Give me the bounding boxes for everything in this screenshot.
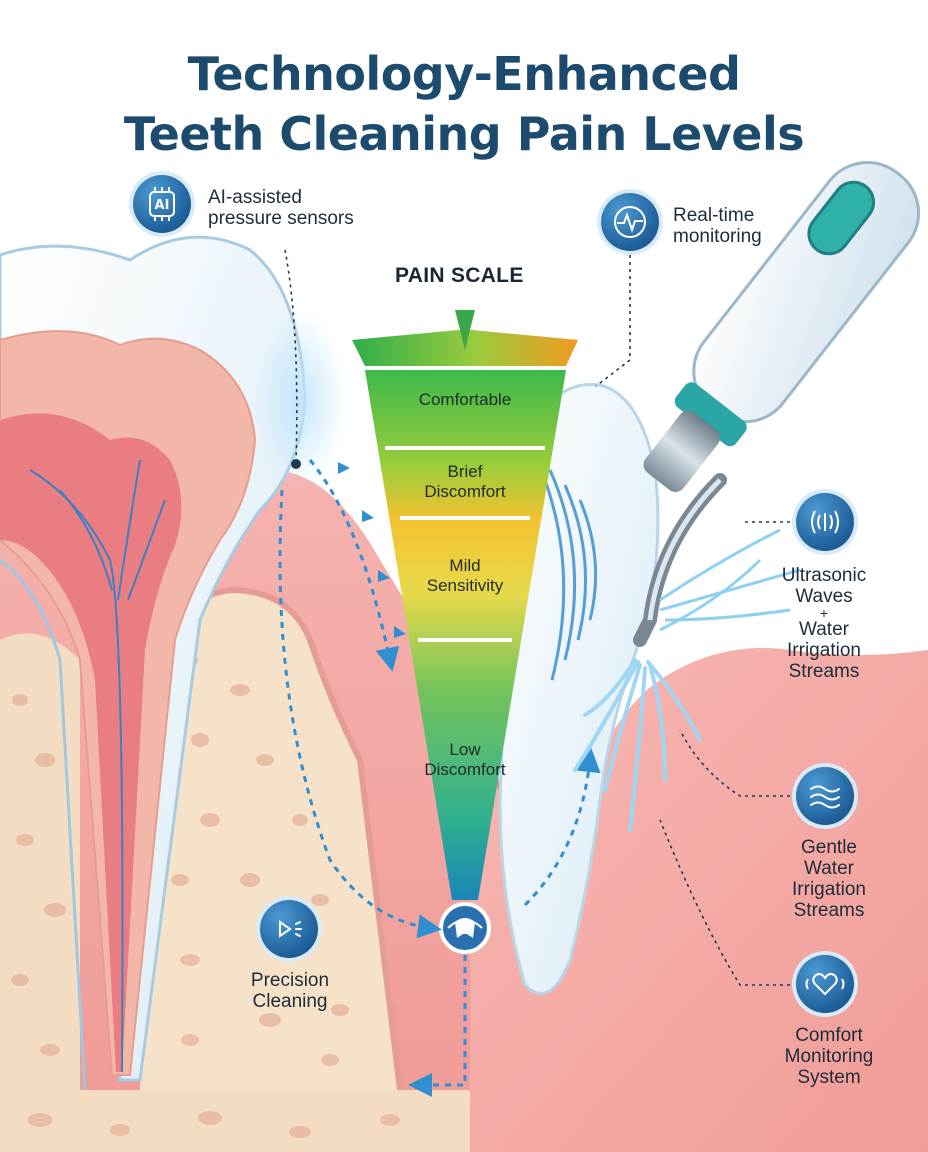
ultrasonic-line5: Irrigation [787,640,861,661]
callout-ultrasonic: Ultrasonic Waves + Water Irrigation Stre… [764,565,884,682]
flow-arrows [278,459,601,1097]
pain-scale-pointer [455,310,475,350]
ai-chip-icon: AI [133,175,191,233]
level-brief-discomfort: Brief Discomfort [405,462,525,502]
ultrasonic-line4: Water [799,619,849,640]
callout-leaders [284,249,790,986]
heart-monitor-icon [796,955,854,1013]
water-jets [573,658,702,832]
ultrasonic-line3: + [819,605,829,621]
comfort-line2: Monitoring [784,1046,874,1067]
level-mild-line2: Sensitivity [426,576,504,595]
precision-line1: Precision [250,970,330,991]
callout-comfort: Comfort Monitoring System [764,1025,894,1088]
left-bone [0,633,80,1152]
pulse-monitor-icon [601,193,659,251]
gentle-line1: Gentle [801,837,857,858]
sound-waves-icon [796,493,854,551]
pain-scale-heading: PAIN SCALE [395,264,524,287]
title-line-2: Teeth Cleaning Pain Levels [123,107,805,161]
level-low-discomfort: Low Discomfort [405,740,525,780]
ultrasonic-scaler [643,161,921,492]
ai-icon-text: AI [155,198,170,213]
ultrasonic-line2: Waves [795,586,853,607]
bone-between-roots [140,590,400,1090]
comfort-line1: Comfort [795,1025,863,1046]
level-comfortable: Comfortable [395,390,535,410]
level-brief-line1: Brief [447,462,483,481]
level-mild-line1: Mild [449,556,481,575]
gentle-line2: Water [804,858,854,879]
ai-sensors-line2: pressure sensors [208,208,354,229]
precision-line2: Cleaning [252,991,328,1012]
gentle-line4: Streams [793,900,865,921]
level-low-line2: Discomfort [424,760,506,779]
callout-precision: Precision Cleaning [225,970,355,1012]
level-mild-sensitivity: Mild Sensitivity [405,556,525,596]
ultrasonic-line6: Streams [788,661,860,682]
callout-realtime: Real-time monitoring [673,205,762,247]
gentle-line3: Irrigation [792,879,866,900]
precision-tool-icon [260,900,318,958]
level-brief-line2: Discomfort [424,482,506,501]
water-streams [659,528,801,632]
ultrasonic-line1: Ultrasonic [781,565,867,586]
page-title: Technology-Enhanced Teeth Cleaning Pain … [0,44,928,164]
ai-sensors-line1: AI-assisted [208,187,302,208]
realtime-line1: Real-time [673,205,755,226]
level-low-line1: Low [449,740,481,759]
callout-ai-sensors: AI-assisted pressure sensors [208,187,354,229]
callout-gentle-water: Gentle Water Irrigation Streams [764,837,894,921]
realtime-line2: monitoring [673,226,762,247]
nerve-lines [29,459,166,1073]
pain-scale-funnel [365,370,566,900]
title-line-1: Technology-Enhanced [187,47,741,101]
level-comfortable-label: Comfortable [418,390,512,409]
water-flow-icon [796,767,854,825]
bone-texture [11,654,349,1066]
comfort-line3: System [797,1067,861,1088]
